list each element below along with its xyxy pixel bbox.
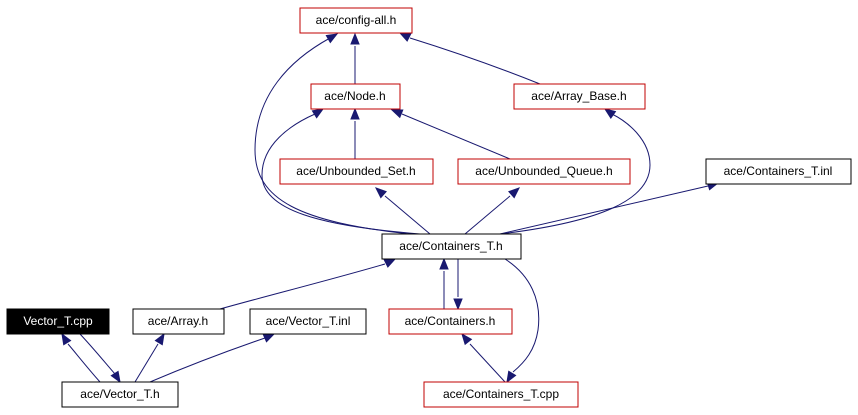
node-array-base-label: ace/Array_Base.h	[531, 89, 626, 103]
edge-containers-t-h-to-array-base	[499, 113, 651, 235]
edge-vector-t-h-to-vector-t-cpp	[67, 343, 101, 383]
node-containers-t-cpp-label: ace/Containers_T.cpp	[443, 387, 559, 401]
arrowhead-containers-t-h-to-config-all	[325, 33, 339, 44]
node-unbounded-queue-label: ace/Unbounded_Queue.h	[475, 164, 612, 178]
edge-containers-t-h-to-config-all	[254, 37, 411, 235]
arrowhead-containers-t-cpp-to-containers-h	[461, 332, 473, 346]
node-config-all-box	[299, 7, 413, 34]
arrowhead-vector-t-h-to-vector-t-inl	[262, 333, 276, 343]
node-containers-t-h[interactable]: ace/Containers_T.h	[381, 233, 522, 260]
edge-containers-t-h-to-containers-t-inl	[499, 185, 709, 235]
edge-containers-t-h-to-unbounded-queue	[464, 195, 511, 235]
node-containers-t-cpp[interactable]: ace/Containers_T.cpp	[423, 381, 579, 408]
arrowhead-unbounded-queue-to-node	[390, 109, 404, 119]
edge-vector-t-h-to-array-h	[134, 343, 159, 383]
node-containers-t-inl-label: ace/Containers_T.inl	[724, 164, 833, 178]
node-config-all-label: ace/config-all.h	[316, 13, 397, 27]
edge-containers-t-cpp-to-containers-h	[469, 343, 506, 383]
arrowhead-containers-t-h-to-node	[311, 108, 325, 119]
dependency-edges	[61, 32, 720, 384]
node-node-h-box	[310, 83, 401, 110]
node-vector-t-cpp-box	[6, 308, 110, 335]
arrowhead-vector-t-cpp-to-vector-t-h	[110, 370, 121, 384]
node-containers-t-inl[interactable]: ace/Containers_T.inl	[705, 158, 852, 185]
edge-containers-t-h-to-node	[261, 113, 421, 235]
node-vector-t-h-label: ace/Vector_T.h	[80, 387, 159, 401]
arrowhead-containers-t-h-to-unbounded-set	[374, 187, 387, 199]
arrowhead-containers-t-h-to-containers-h	[453, 298, 463, 311]
node-node-h-label: ace/Node.h	[324, 89, 385, 103]
node-unbounded-queue-box	[457, 158, 631, 185]
node-vector-t-h[interactable]: ace/Vector_T.h	[61, 381, 179, 408]
arrowhead-vector-t-h-to-vector-t-cpp	[61, 332, 72, 346]
edge-unbounded-queue-to-node	[401, 113, 511, 160]
edge-vector-t-h-to-vector-t-inl	[149, 337, 266, 383]
edge-array-base-to-config-all	[409, 37, 541, 85]
node-containers-t-inl-box	[705, 158, 852, 185]
node-unbounded-set[interactable]: ace/Unbounded_Set.h	[279, 158, 434, 185]
edge-array-h-to-containers-t-h	[219, 263, 386, 310]
node-containers-t-h-label: ace/Containers_T.h	[399, 239, 502, 253]
arrowhead-vector-t-h-to-array-h	[154, 332, 165, 346]
node-array-h[interactable]: ace/Array.h	[132, 308, 225, 335]
arrowhead-containers-t-h-to-unbounded-queue	[508, 187, 521, 199]
arrowhead-containers-t-h-to-containers-t-cpp	[506, 370, 517, 384]
edge-containers-t-h-to-unbounded-set	[384, 195, 431, 235]
node-containers-h-box	[388, 308, 513, 335]
arrowhead-array-base-to-config-all	[398, 32, 412, 42]
arrowhead-unbounded-set-to-node	[350, 107, 360, 120]
node-vector-t-inl-label: ace/Vector_T.inl	[266, 314, 351, 328]
node-containers-t-cpp-box	[423, 381, 579, 408]
node-config-all[interactable]: ace/config-all.h	[299, 7, 413, 34]
edge-vector-t-cpp-to-vector-t-h	[79, 333, 116, 375]
node-node-h[interactable]: ace/Node.h	[310, 83, 401, 110]
node-vector-t-h-box	[61, 381, 179, 408]
node-containers-t-h-box	[381, 233, 522, 260]
node-unbounded-queue[interactable]: ace/Unbounded_Queue.h	[457, 158, 631, 185]
node-vector-t-inl-box	[249, 308, 367, 335]
node-vector-t-cpp[interactable]: Vector_T.cpp	[6, 308, 110, 335]
node-unbounded-set-label: ace/Unbounded_Set.h	[296, 164, 415, 178]
dependency-nodes: ace/config-all.h ace/Node.h ace/Array_Ba…	[6, 7, 852, 408]
node-vector-t-cpp-label: Vector_T.cpp	[23, 314, 93, 328]
node-array-base-box	[513, 83, 646, 110]
node-unbounded-set-box	[279, 158, 434, 185]
arrowhead-array-h-to-containers-t-h	[383, 258, 397, 268]
edge-containers-t-h-to-containers-t-cpp	[504, 258, 540, 373]
node-vector-t-inl[interactable]: ace/Vector_T.inl	[249, 308, 367, 335]
arrowhead-node-to-config-all	[350, 32, 360, 45]
node-containers-h[interactable]: ace/Containers.h	[388, 308, 513, 335]
arrowhead-containers-t-h-to-array-base	[603, 108, 617, 119]
arrowhead-containers-h-to-containers-t-h	[439, 257, 449, 270]
node-array-base[interactable]: ace/Array_Base.h	[513, 83, 646, 110]
node-array-h-box	[132, 308, 225, 335]
node-containers-h-label: ace/Containers.h	[405, 314, 496, 328]
node-array-h-label: ace/Array.h	[148, 314, 208, 328]
